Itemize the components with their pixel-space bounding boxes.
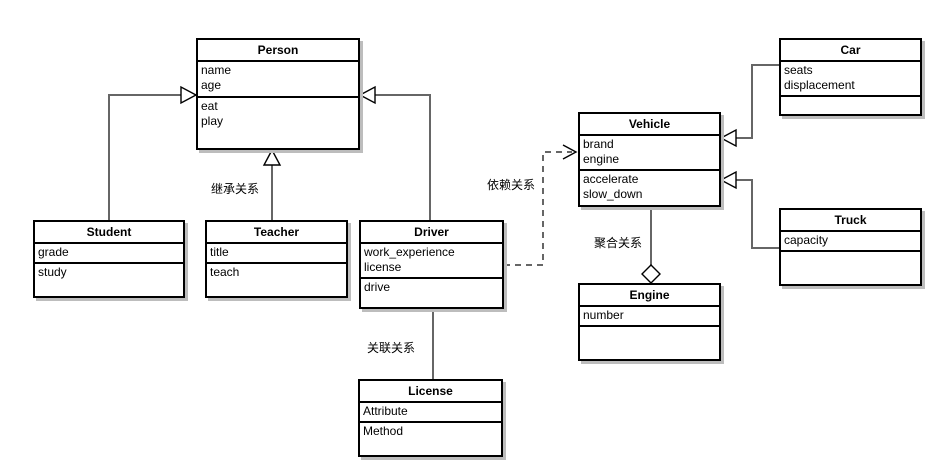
attribute-item: engine [583, 152, 620, 166]
class-attributes: work_experience license [361, 244, 502, 279]
attribute-item: work_experience [364, 245, 455, 259]
edge-car-vehicle[interactable] [719, 64, 779, 148]
class-box-truck[interactable]: Truck capacity [779, 208, 922, 286]
attribute-item: grade [38, 245, 69, 259]
class-title: Car [781, 40, 920, 62]
class-box-engine[interactable]: Engine number [578, 283, 721, 361]
class-title: Person [198, 40, 358, 62]
edge-vehicle-engine[interactable] [641, 207, 661, 284]
class-box-person[interactable]: Person name age eat play [196, 38, 360, 150]
attribute-item: displacement [784, 78, 855, 92]
class-box-teacher[interactable]: Teacher title teach [205, 220, 348, 298]
attribute-item: brand [583, 137, 614, 151]
class-operations: Method [360, 423, 501, 441]
aggregation-diamond [641, 264, 661, 284]
class-operations: drive [361, 279, 502, 297]
edge-driver-person[interactable] [358, 85, 431, 220]
attribute-item: license [364, 260, 402, 274]
class-box-car[interactable]: Car seats displacement [779, 38, 922, 116]
class-attributes: name age [198, 62, 358, 98]
edge-student-person[interactable] [108, 85, 203, 220]
class-attributes: brand engine [580, 136, 719, 171]
class-attributes: title [207, 244, 346, 264]
attribute-item: name [201, 63, 232, 77]
operation-item: study [38, 265, 67, 279]
edge-driver-vehicle[interactable] [504, 144, 578, 266]
class-title: Driver [361, 222, 502, 244]
attribute-item: age [201, 78, 222, 92]
class-title: Engine [580, 285, 719, 307]
operation-item: accelerate [583, 172, 639, 186]
class-box-student[interactable]: Student grade study [33, 220, 185, 298]
class-box-driver[interactable]: Driver work_experience license drive [359, 220, 504, 309]
operation-item: play [201, 114, 224, 128]
inheritance-triangle [358, 85, 376, 105]
class-operations: accelerate slow_down [580, 171, 719, 204]
class-operations: teach [207, 264, 346, 282]
inheritance-triangle [262, 148, 282, 166]
attribute-item: Attribute [363, 404, 408, 418]
class-attributes: grade [35, 244, 183, 264]
class-operations [781, 252, 920, 255]
edge-label-inheritance: 继承关系 [209, 182, 262, 196]
class-attributes: number [580, 307, 719, 327]
attribute-item: seats [784, 63, 813, 77]
class-operations [580, 327, 719, 330]
operation-item: slow_down [583, 187, 643, 201]
attribute-item: title [210, 245, 229, 259]
class-box-vehicle[interactable]: Vehicle brand engine accelerate slow_dow… [578, 112, 721, 207]
class-operations [781, 97, 920, 100]
edge-label-dependency: 依赖关系 [485, 178, 538, 192]
edge-truck-vehicle[interactable] [719, 170, 779, 249]
edge-teacher-person[interactable] [262, 148, 282, 220]
inheritance-triangle [180, 85, 198, 105]
attribute-item: number [583, 308, 624, 322]
operation-item: drive [364, 280, 391, 294]
class-attributes: capacity [781, 232, 920, 252]
class-title: Vehicle [580, 114, 719, 136]
class-operations: eat play [198, 98, 358, 131]
dependency-arrowhead [562, 144, 578, 160]
operation-item: eat [201, 99, 218, 113]
attribute-item: capacity [784, 233, 829, 247]
class-title: Teacher [207, 222, 346, 244]
edge-label-association: 关联关系 [365, 341, 418, 355]
operation-item: teach [210, 265, 240, 279]
class-operations: study [35, 264, 183, 282]
class-box-license[interactable]: License Attribute Method [358, 379, 503, 457]
class-title: License [360, 381, 501, 403]
inheritance-triangle [719, 128, 737, 148]
operation-item: Method [363, 424, 404, 438]
class-title: Truck [781, 210, 920, 232]
class-title: Student [35, 222, 183, 244]
edge-label-aggregation: 聚合关系 [592, 236, 645, 250]
class-attributes: Attribute [360, 403, 501, 423]
class-attributes: seats displacement [781, 62, 920, 97]
inheritance-triangle [719, 170, 737, 190]
